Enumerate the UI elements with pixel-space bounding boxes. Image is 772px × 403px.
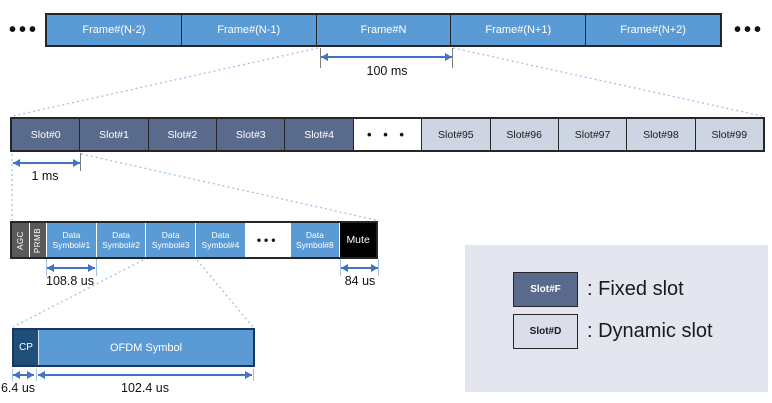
data-symbol-cell: Data Symbol#8 (289, 223, 340, 257)
tick (96, 259, 97, 276)
ofdm-duration-label: 102.4 us (121, 381, 169, 395)
mute-duration-arrow (341, 264, 378, 272)
frame-cell: Frame#(N+1) (450, 15, 586, 45)
frame-cell: Frame#(N+2) (585, 15, 720, 45)
frame-left-ellipsis: ••• (8, 18, 39, 41)
cp-duration-label: 6.4 us (0, 381, 36, 395)
ofdm-symbol-row: CP OFDM Symbol (12, 328, 255, 367)
tick (452, 48, 453, 68)
legend-fixed-slot-label: : Fixed slot (587, 278, 684, 300)
legend-dynamic-slot-label: : Dynamic slot (587, 320, 713, 342)
legend-dynamic-slot-chip: Slot#D (513, 314, 578, 349)
tick (320, 48, 321, 68)
cp-duration-arrow (13, 371, 34, 379)
frame-cell: Frame#(N-2) (47, 15, 181, 45)
tick (378, 259, 379, 276)
data-symbol-cell: Data Symbol#1 (46, 223, 96, 257)
tick (253, 369, 254, 381)
slot-cell-fixed: Slot#4 (284, 119, 353, 150)
symbol-row: AGC PRMB Data Symbol#1 Data Symbol#2 Dat… (10, 221, 378, 259)
ofdm-duration-arrow (38, 371, 252, 379)
mute-cell: Mute (339, 223, 376, 257)
slot-cell-dynamic: Slot#97 (557, 119, 627, 150)
slot-cell-fixed: Slot#2 (147, 119, 217, 150)
tick (340, 259, 341, 276)
ofdm-symbol-cell: OFDM Symbol (38, 330, 253, 365)
frame-cell: Frame#(N-1) (180, 15, 316, 45)
legend-fixed-slot-chip: Slot#F (513, 272, 578, 307)
prmb-label: PRMB (33, 227, 43, 253)
cp-cell: CP (14, 330, 38, 365)
data-symbol-cell: Data Symbol#4 (195, 223, 245, 257)
frame-duration-arrow (321, 53, 452, 61)
slot-cell-dynamic: Slot#99 (694, 119, 763, 150)
symbol-ellipsis: ••• (244, 223, 290, 257)
frame-right-ellipsis: ••• (733, 18, 764, 41)
legend: Slot#F : Fixed slot Slot#D : Dynamic slo… (465, 245, 768, 392)
tick (36, 369, 37, 381)
frame-row: Frame#(N-2) Frame#(N-1) Frame#N Frame#(N… (45, 13, 722, 47)
frame-cell: Frame#N (315, 15, 451, 45)
tick (46, 259, 47, 276)
slot-duration-arrow (13, 159, 80, 167)
slot-cell-fixed: Slot#1 (79, 119, 148, 150)
slot-cell-fixed: Slot#0 (12, 119, 80, 150)
frame-duration-label: 100 ms (366, 64, 408, 78)
slot-cell-dynamic: Slot#96 (489, 119, 558, 150)
tick (80, 153, 81, 171)
data-symbol-duration-arrow (47, 264, 95, 272)
slot-cell-fixed: Slot#3 (216, 119, 285, 150)
slot-ellipsis: • • • (352, 119, 422, 150)
tick (12, 369, 13, 381)
mute-duration-label: 84 us (344, 274, 376, 288)
agc-cell: AGC (12, 223, 29, 257)
data-symbol-cell: Data Symbol#3 (145, 223, 196, 257)
prmb-cell: PRMB (29, 223, 46, 257)
slot-duration-label: 1 ms (31, 169, 59, 183)
slot-cell-dynamic: Slot#95 (421, 119, 490, 150)
agc-label: AGC (16, 230, 25, 250)
data-symbol-duration-label: 108.8 us (46, 274, 94, 288)
slot-cell-dynamic: Slot#98 (626, 119, 695, 150)
slot-row: Slot#0 Slot#1 Slot#2 Slot#3 Slot#4 • • •… (10, 117, 765, 152)
data-symbol-cell: Data Symbol#2 (95, 223, 146, 257)
